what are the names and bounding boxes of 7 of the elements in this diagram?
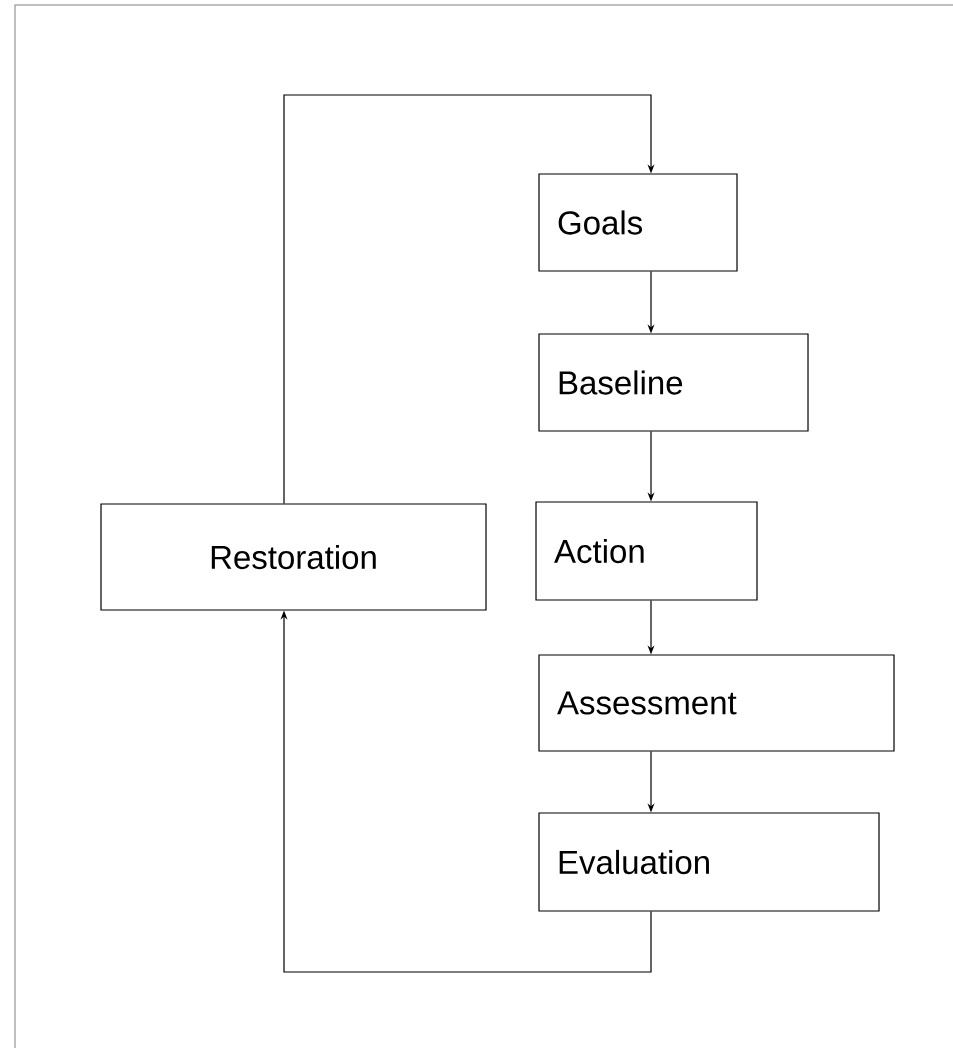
process-box: Goals [538, 173, 738, 272]
process-box: Assessment [538, 654, 895, 752]
arrow [283, 94, 655, 504]
process-box: Restoration [100, 503, 487, 611]
process-box: Action [535, 501, 758, 601]
process-box: Evaluation [538, 812, 880, 912]
process-box: Baseline [538, 333, 809, 432]
